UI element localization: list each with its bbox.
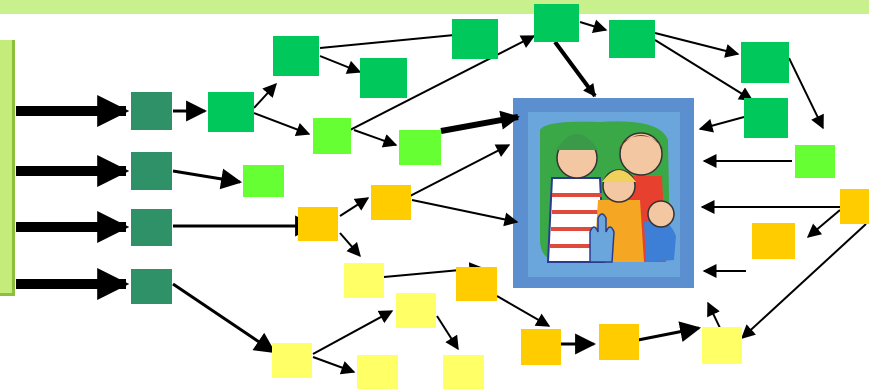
side-panel	[0, 40, 15, 296]
picture-hand	[589, 213, 615, 263]
arrow	[319, 27, 477, 49]
node-light-yellow	[272, 343, 312, 378]
arrow	[253, 112, 311, 137]
arrow	[740, 223, 867, 339]
node-light-green	[795, 145, 835, 178]
figure-middle-hat	[602, 170, 636, 182]
arrow	[637, 321, 702, 342]
arrow	[579, 19, 608, 33]
arrow	[253, 82, 277, 109]
arrow	[312, 356, 356, 375]
nodes	[131, 4, 869, 389]
node-light-green	[399, 130, 441, 165]
node-orange	[371, 185, 411, 220]
node-light-yellow	[396, 293, 436, 328]
input-arrows	[16, 94, 130, 301]
arrow	[353, 129, 398, 148]
node-orange	[298, 207, 338, 241]
figure-right-hair	[618, 135, 664, 150]
arrow	[411, 199, 519, 227]
arrow	[698, 116, 745, 133]
node-green	[273, 36, 319, 76]
node-green	[208, 92, 254, 132]
arrow	[496, 295, 551, 327]
node-dark-green	[131, 269, 172, 304]
node-green	[360, 58, 407, 98]
figure-left-hat	[556, 134, 598, 150]
arrow	[788, 57, 824, 130]
arrow	[553, 40, 597, 98]
top-bar	[0, 0, 869, 14]
arrow	[707, 301, 721, 329]
arrow	[172, 282, 276, 354]
node-dark-green	[131, 152, 172, 190]
arrow	[349, 35, 536, 131]
figure-right-head	[619, 132, 663, 176]
node-orange	[456, 267, 497, 301]
arrow	[409, 144, 511, 197]
node-orange	[752, 223, 795, 259]
figure-baby-head	[647, 200, 675, 228]
connector-arrows	[172, 19, 867, 375]
arrow	[436, 315, 459, 351]
arrow	[172, 168, 243, 190]
node-light-yellow	[443, 355, 484, 389]
arrow	[654, 32, 740, 58]
node-light-yellow	[344, 263, 384, 298]
arrow	[654, 39, 754, 101]
family-picture-icon	[513, 98, 694, 288]
figure-left-stripes	[550, 193, 604, 248]
arrow	[339, 232, 361, 258]
arrow	[319, 55, 362, 74]
node-green	[452, 19, 498, 59]
arrow	[312, 310, 394, 355]
arrow	[440, 110, 520, 134]
node-light-yellow	[357, 355, 398, 389]
figure-baby-body	[644, 219, 676, 262]
node-orange	[521, 329, 561, 365]
node-orange	[840, 189, 869, 224]
node-green	[741, 42, 789, 83]
node-light-green	[313, 118, 351, 154]
node-dark-green	[131, 209, 172, 246]
node-green	[744, 98, 788, 138]
node-green	[609, 20, 655, 58]
node-green	[534, 4, 579, 42]
node-orange	[599, 324, 639, 360]
node-light-yellow	[702, 327, 742, 364]
node-light-green	[243, 165, 284, 197]
arrow	[806, 209, 841, 238]
arrow	[339, 197, 370, 217]
node-dark-green	[131, 92, 172, 130]
